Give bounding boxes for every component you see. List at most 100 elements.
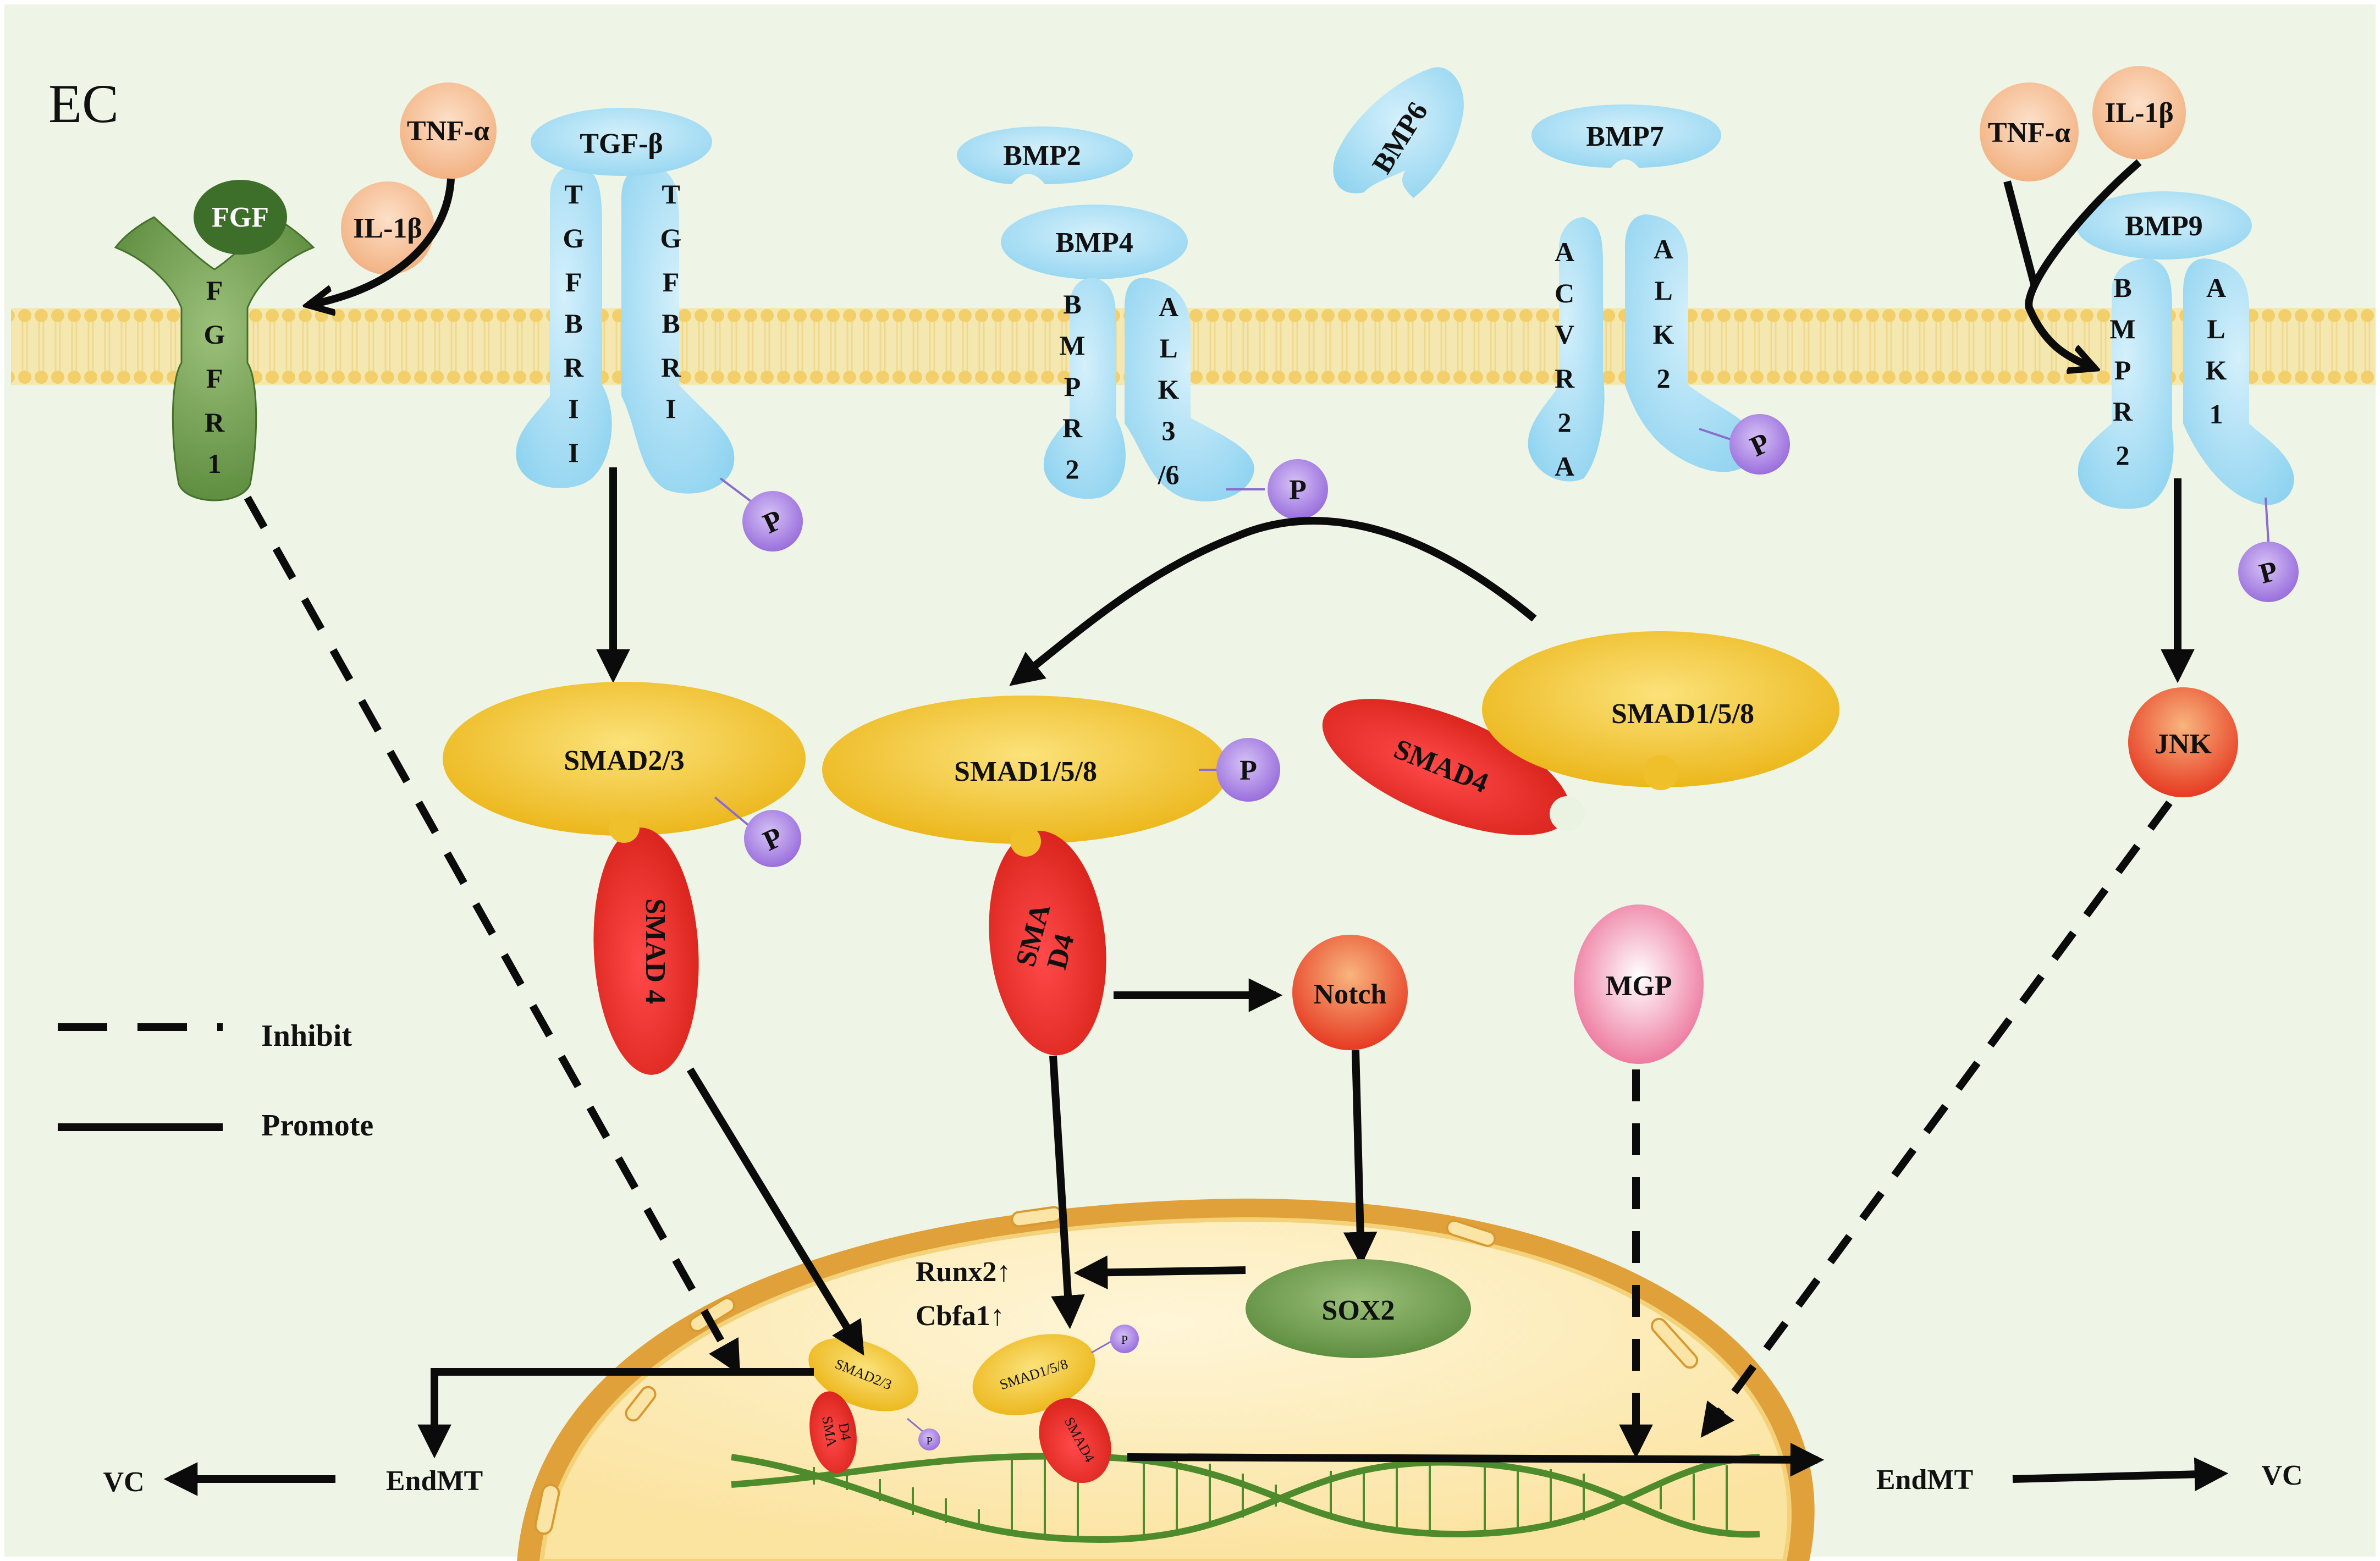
svg-text:B: B [564, 308, 582, 339]
svg-text:R: R [661, 352, 681, 383]
legend-inhibit-label: Inhibit [261, 1019, 352, 1053]
bmp-to-smad158-arrow [1009, 517, 1537, 686]
svg-text:Notch: Notch [1314, 979, 1387, 1010]
phospho-alk36: P [1268, 459, 1328, 520]
smad158-to-endmt-right-arrow [1127, 1443, 1825, 1477]
svg-text:2: 2 [2116, 440, 2130, 471]
svg-text:SOX2: SOX2 [1322, 1295, 1395, 1326]
runx2-label: Runx2↑ [916, 1256, 1011, 1288]
svg-text:I: I [568, 393, 579, 424]
endmt-to-vc-right-arrow [2012, 1457, 2229, 1492]
svg-text:L: L [2207, 313, 2225, 344]
phospho-tgfbr1: P [742, 491, 803, 551]
svg-text:FGF: FGF [212, 202, 269, 233]
bmpr2-alk1-receptor: B M P R 2 A L K 1 [2078, 258, 2294, 509]
svg-text:I: I [568, 437, 579, 468]
bmp4-ligand: BMP4 [1001, 205, 1188, 279]
smad158-nuclear: SMAD1/5/8 [972, 1334, 1095, 1415]
bmp2-ligand: BMP2 [957, 126, 1133, 184]
phospho-nuclear-right: P [1110, 1325, 1139, 1353]
svg-text:F: F [206, 363, 223, 394]
svg-text:P: P [1289, 475, 1307, 506]
svg-text:K: K [2206, 355, 2227, 385]
svg-text:D4: D4 [835, 1421, 854, 1441]
bmpr2-alk36-receptor: B M P R 2 A L K 3 /6 [1044, 278, 1254, 502]
sox2: SOX2 [1246, 1259, 1471, 1358]
svg-text:A: A [1159, 291, 1178, 322]
mgp: MGP [1574, 904, 1704, 1064]
svg-text:1: 1 [2210, 399, 2223, 429]
svg-text:BMP9: BMP9 [2125, 211, 2203, 242]
smad4-tilted: SMAD4 [1322, 699, 1585, 835]
svg-text:F: F [565, 267, 582, 297]
svg-text:M: M [1059, 330, 1085, 361]
svg-text:F: F [206, 275, 223, 306]
tnf-alpha-left: TNF-α [400, 82, 497, 179]
endmt-right: EndMT [1876, 1464, 1973, 1496]
smad23-nuclear: SMAD2/3 [808, 1338, 918, 1411]
svg-text:L: L [1159, 333, 1177, 363]
svg-text:G: G [563, 223, 585, 253]
svg-text:R: R [1555, 363, 1575, 394]
endmt-left: EndMT [386, 1465, 483, 1497]
tnf-alpha-right: TNF-α [1980, 82, 2079, 181]
tgf-beta-ligand: TGF-β [531, 108, 712, 176]
svg-text:T: T [662, 179, 680, 209]
svg-text:P: P [1239, 755, 1257, 786]
smad4-middle: SMA D4 [989, 826, 1106, 1056]
smad4-nuclear-left: SMA D4 [809, 1391, 857, 1474]
nucleus [517, 1198, 1815, 1561]
jnk-inhibit-line [1700, 800, 2173, 1438]
svg-text:M: M [2109, 313, 2135, 344]
svg-text:2: 2 [1558, 407, 1572, 438]
svg-text:/6: /6 [1158, 459, 1180, 490]
phospho-smad23: P [744, 810, 801, 867]
bmp7-ligand: BMP7 [1531, 104, 1721, 168]
phospho-smad158: P [1216, 738, 1280, 802]
fgf-ligand: FGF [194, 180, 287, 255]
svg-text:B: B [662, 308, 680, 339]
tnf-il1b-to-fgfr1-arrow [308, 178, 455, 305]
sox2-to-runx2-arrow [1073, 1255, 1246, 1289]
cbfa1-label: Cbfa1↑ [916, 1300, 1005, 1332]
svg-text:BMP4: BMP4 [1055, 227, 1133, 258]
legend-promote-label: Promote [261, 1108, 373, 1143]
svg-text:BMP2: BMP2 [1003, 140, 1081, 172]
svg-text:A: A [1555, 236, 1574, 267]
svg-text:MGP: MGP [1605, 970, 1672, 1002]
svg-text:TGF-β: TGF-β [580, 128, 663, 159]
svg-text:R: R [2113, 396, 2133, 427]
svg-text:K: K [1653, 319, 1674, 350]
vc-right: VC [2261, 1460, 2302, 1491]
svg-text:B: B [2113, 272, 2131, 303]
svg-text:R: R [205, 407, 225, 438]
svg-text:P: P [1121, 1333, 1128, 1347]
svg-text:A: A [2206, 272, 2226, 303]
svg-text:SMAD1/5/8: SMAD1/5/8 [954, 756, 1097, 787]
svg-text:TNF-α: TNF-α [407, 115, 489, 147]
jnk: JNK [2128, 687, 2238, 797]
svg-text:K: K [1158, 374, 1180, 405]
smad4-middle-to-nucleus-arrow [1049, 1055, 1085, 1330]
svg-text:1: 1 [208, 448, 222, 479]
ec-label: EC [48, 73, 119, 134]
svg-text:IL-1β: IL-1β [2104, 97, 2174, 129]
smad158-right: SMAD1/5/8 [1482, 631, 1839, 790]
svg-text:JNK: JNK [2155, 729, 2212, 760]
svg-text:V: V [1555, 319, 1574, 350]
svg-text:2: 2 [1657, 363, 1671, 394]
il1b-left: IL-1β [341, 181, 434, 275]
fgfr1-inhibit-line [244, 495, 741, 1375]
phospho-alk2: P [1729, 414, 1790, 475]
svg-text:B: B [1063, 289, 1081, 319]
svg-text:G: G [660, 223, 682, 253]
bmp9-ligand: BMP9 [2076, 191, 2252, 260]
svg-text:T: T [564, 179, 582, 209]
svg-text:P: P [926, 1435, 932, 1447]
svg-text:TNF-α: TNF-α [1988, 117, 2070, 148]
svg-text:C: C [1555, 278, 1574, 308]
svg-text:P: P [1064, 371, 1081, 402]
bmp6-ligand: BMP6 [1333, 67, 1464, 198]
svg-text:G: G [204, 319, 225, 350]
svg-text:SMAD2/3: SMAD2/3 [564, 745, 685, 776]
